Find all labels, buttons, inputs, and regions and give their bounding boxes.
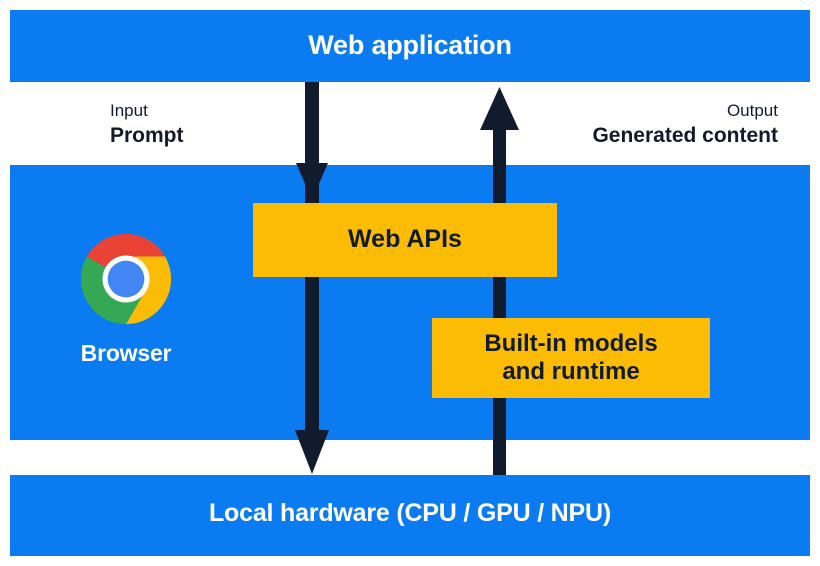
flow-label-input: Input Prompt	[110, 100, 184, 150]
browser-group: Browser	[56, 232, 196, 367]
component-web-apis-label: Web APIs	[348, 225, 462, 254]
browser-caption: Browser	[80, 340, 172, 366]
flow-label-output: Output Generated content	[592, 100, 778, 150]
flow-label-output-value: Generated content	[592, 124, 778, 148]
layer-local-hardware-label: Local hardware (CPU / GPU / NPU)	[208, 499, 611, 527]
layer-web-application: Web application	[10, 10, 810, 82]
layer-local-hardware: Local hardware (CPU / GPU / NPU)	[10, 475, 810, 556]
component-web-apis[interactable]: Web APIs	[253, 203, 557, 277]
flow-label-output-kind: Output	[726, 101, 778, 120]
component-built-in-models-line2: and runtime	[502, 358, 640, 385]
layer-web-application-label: Web application	[308, 30, 512, 60]
component-built-in-models-line1: Built-in models	[484, 329, 658, 357]
component-built-in-models-label: Built-in models and runtime	[484, 330, 657, 387]
chrome-logo-icon	[80, 233, 172, 325]
component-built-in-models[interactable]: Built-in models and runtime	[432, 318, 710, 398]
flow-label-input-value: Prompt	[110, 124, 184, 148]
flow-label-input-kind: Input	[110, 101, 148, 120]
